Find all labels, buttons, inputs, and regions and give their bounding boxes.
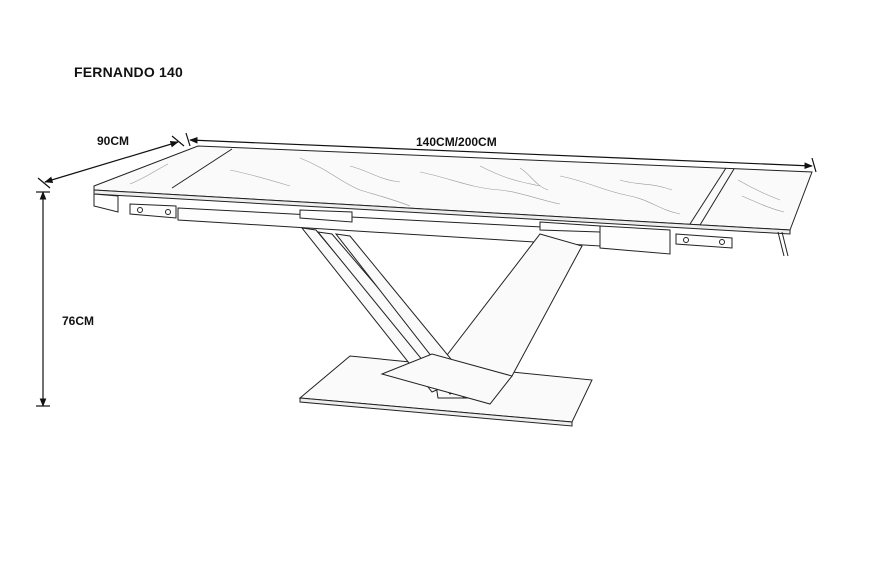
pedestal-base [298, 227, 593, 427]
height-dimension-label: 76CM [62, 314, 95, 328]
length-dimension-line [189, 136, 813, 170]
marble-veins [129, 157, 785, 215]
product-title: FERNANDO 140 [74, 64, 183, 80]
table-top [93, 145, 813, 235]
dimension-lines [36, 132, 817, 407]
under-frame [93, 193, 789, 257]
depth-dimension-line [44, 140, 179, 184]
